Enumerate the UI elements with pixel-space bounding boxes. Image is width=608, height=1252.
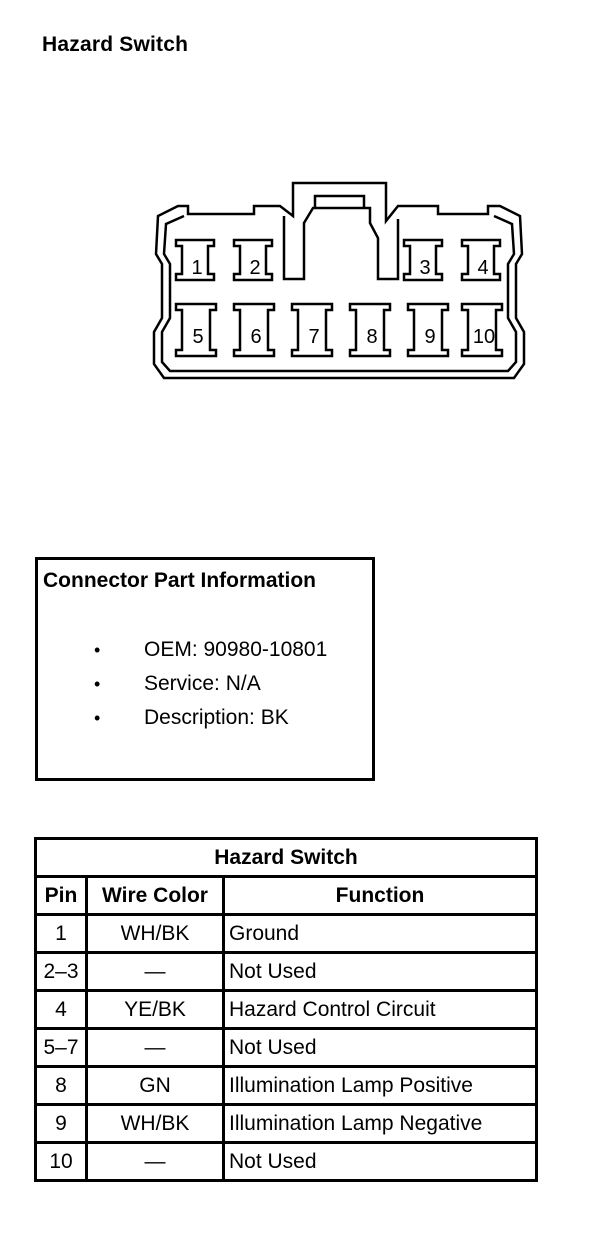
table-row: 4 YE/BK Hazard Control Circuit: [34, 989, 538, 1030]
pin-number-label: 6: [250, 326, 261, 348]
cell-pin: 2–3: [34, 951, 88, 992]
cell-function: Not Used: [222, 1027, 538, 1068]
cell-wire-color: WH/BK: [85, 1103, 225, 1144]
table-row: 1 WH/BK Ground: [34, 913, 538, 954]
cell-pin: 4: [34, 989, 88, 1030]
table-header-row: Pin Wire Color Function: [34, 875, 538, 916]
table-row: 8 GN Illumination Lamp Positive: [34, 1065, 538, 1106]
part-info-text: Description: BK: [144, 706, 289, 729]
cavity-pin-1: [174, 238, 216, 282]
cell-wire-color: —: [85, 1141, 225, 1182]
table-title: Hazard Switch: [34, 837, 538, 878]
cavity-pin-7: [290, 302, 334, 358]
bullet-icon: •: [94, 708, 101, 728]
connector-housing: [152, 181, 526, 380]
cell-wire-color: GN: [85, 1065, 225, 1106]
cell-pin: 5–7: [34, 1027, 88, 1068]
pin-number-label: 4: [477, 257, 488, 279]
cell-pin: 1: [34, 913, 88, 954]
cavity-pin-6: [232, 302, 276, 358]
cell-wire-color: YE/BK: [85, 989, 225, 1030]
connector-part-info-box: Connector Part Information • OEM: 90980-…: [35, 557, 375, 781]
header-pin: Pin: [34, 875, 88, 916]
bullet-icon: •: [94, 674, 101, 694]
cavity-pin-9: [406, 302, 450, 358]
cell-wire-color: —: [85, 1027, 225, 1068]
bullet-icon: •: [94, 640, 101, 660]
header-function: Function: [222, 875, 538, 916]
cavity-pin-10: [460, 302, 504, 358]
cell-pin: 10: [34, 1141, 88, 1182]
connector-face-diagram: 1 2 3 4 5 6 7 8 9 10: [152, 181, 526, 380]
header-wire-color: Wire Color: [85, 875, 225, 916]
pin-number-label: 3: [419, 257, 430, 279]
latch-channel: [282, 206, 400, 281]
pin-number-label: 9: [424, 326, 435, 348]
cavity-pin-5: [174, 302, 218, 358]
table-row: 2–3 — Not Used: [34, 951, 538, 992]
pin-number-label: 1: [191, 257, 202, 279]
pin-number-label: 5: [192, 326, 203, 348]
part-info-text: OEM: 90980-10801: [144, 638, 328, 661]
table-row: 9 WH/BK Illumination Lamp Negative: [34, 1103, 538, 1144]
pin-table: Hazard Switch Pin Wire Color Function 1 …: [34, 837, 538, 1182]
part-info-text: Service: N/A: [144, 672, 261, 695]
page-title: Hazard Switch: [42, 33, 189, 56]
pin-number-label: 2: [249, 257, 260, 279]
cell-function: Illumination Lamp Negative: [222, 1103, 538, 1144]
cell-function: Illumination Lamp Positive: [222, 1065, 538, 1106]
pin-number-label: 10: [473, 326, 495, 348]
cell-function: Hazard Control Circuit: [222, 989, 538, 1030]
cell-function: Ground: [222, 913, 538, 954]
cavity-pin-2: [232, 238, 274, 282]
table-row: 10 — Not Used: [34, 1141, 538, 1182]
cavity-pin-4: [460, 238, 502, 282]
cell-function: Not Used: [222, 951, 538, 992]
table-row: 5–7 — Not Used: [34, 1027, 538, 1068]
cell-function: Not Used: [222, 1141, 538, 1182]
cell-wire-color: —: [85, 951, 225, 992]
cell-pin: 9: [34, 1103, 88, 1144]
table-title-row: Hazard Switch: [34, 837, 538, 878]
cavity-pin-3: [402, 238, 444, 282]
pin-number-label: 8: [366, 326, 377, 348]
cell-wire-color: WH/BK: [85, 913, 225, 954]
part-info-title: Connector Part Information: [43, 569, 317, 592]
latch-tab: [313, 194, 366, 208]
cell-pin: 8: [34, 1065, 88, 1106]
pin-number-label: 7: [308, 326, 319, 348]
cavity-pin-8: [348, 302, 392, 358]
